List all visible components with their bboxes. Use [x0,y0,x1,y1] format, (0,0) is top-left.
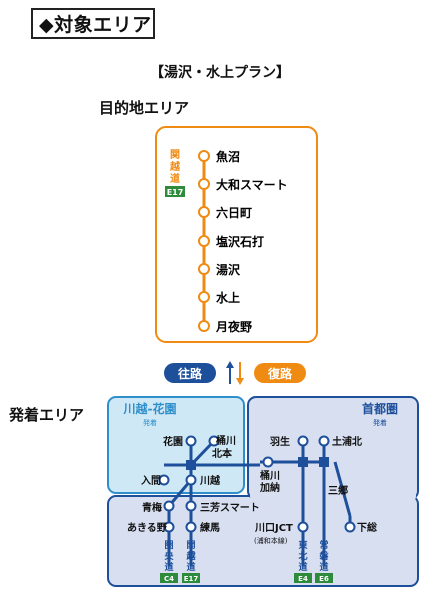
station-dot [198,150,210,162]
dep-node-dots [158,435,356,533]
station-dot [198,235,210,247]
road-ken-1: 圏 [164,540,173,551]
road-kan-code: E17 [184,575,199,583]
station-label: 水上 [216,290,240,305]
plan-title: 【湯沢・水上プラン】 [150,65,290,81]
destination-box [155,126,318,343]
dest-stations: 魚沼 大和スマート 六日町 塩沢石打 湯沢 水上 月夜野 [198,149,288,334]
misato-label: 三郷 [328,484,348,497]
node-hanyu: 羽生 [270,435,290,448]
outbound-pill [164,363,216,383]
dest-road-badge [165,186,185,197]
station-dot [198,263,210,275]
return-label: 復路 [267,366,293,381]
road-toh-1: 東 [298,539,307,551]
kawagoe-title: 川越-花園 [123,401,177,416]
junction-square [319,457,329,467]
dest-road-char-2: 越 [169,160,181,173]
road-badges: C4 E17 E4 E6 [160,573,333,583]
road-toh-2: 北 [298,550,307,562]
road-ken-2: 央 [164,550,174,562]
junction-square [186,460,196,470]
node-okegawa-top: 桶川 [215,434,236,447]
dest-road-char-1: 関 [170,149,180,161]
road-toh-code: E4 [298,575,308,583]
shuto-title: 首都圏 [362,401,398,416]
dest-road-code: E17 [167,188,184,197]
node-kitamoto: 北本 [212,447,233,460]
station-dot [198,206,210,218]
kawagoe-box [107,396,245,494]
node-kano: 加納 [259,481,280,494]
node-kawaguchi: 川口JCT [254,522,293,534]
destination-heading: 目的地エリア [99,99,190,117]
outbound-label: 往路 [178,366,203,381]
road-ken-3: 道 [164,561,173,573]
road-jo-1: 常 [319,539,328,551]
return-pill [254,363,306,383]
node-tsuchiura: 土浦北 [332,435,362,448]
station-label: 魚沼 [216,149,240,164]
road-kan-2: 越 [185,550,196,562]
road-kan-1: 関 [186,540,195,551]
node-nerima: 練馬 [200,521,220,534]
node-iruma: 入間 [141,475,161,487]
station-label: 塩沢石打 [216,234,264,249]
road-ken-code: C4 [164,575,174,583]
node-hanazono: 花園 [163,435,183,448]
junction-square [298,457,308,467]
station-dot [198,178,210,190]
road-jo-3: 道 [319,561,328,573]
station-label: 月夜野 [215,319,252,334]
departure-heading: 発着エリア [9,406,85,424]
station-label: 湯沢 [216,262,241,277]
road-jo-code: E6 [319,575,329,583]
road-labels: 圏 央 道 関 越 道 東 北 道 常 磐 道 [164,539,329,573]
station-label: 大和スマート [216,177,288,192]
node-misato: 三郷 [328,484,348,497]
node-kawaguchi-note: (浦和本線) [254,536,288,545]
node-akiruno: あきる野 [127,521,167,534]
section-header: ◆対象エリア [31,8,155,39]
shuto-note: 発着 [373,418,387,427]
road-kan-3: 道 [186,561,195,573]
node-miyoshi: 三芳スマート [200,501,260,514]
station-dot [198,320,210,332]
direction-arrows-icon [226,361,244,385]
station-dot [198,291,210,303]
kawagoe-note: 発着 [143,418,157,427]
road-toh-3: 道 [298,561,307,573]
node-ome: 青梅 [142,501,162,514]
dep-node-labels: 花園 桶川 北本 入間 川越 羽生 土浦北 桶川 加納 青梅 三芳スマート あき… [127,434,377,545]
dest-road-char-3: 道 [170,172,180,185]
node-shimofusa: 下総 [357,521,377,534]
road-jo-2: 磐 [318,550,329,562]
node-kawagoe: 川越 [199,474,221,487]
node-okegawa-kano: 桶川 [259,469,280,482]
station-label: 六日町 [216,205,252,220]
